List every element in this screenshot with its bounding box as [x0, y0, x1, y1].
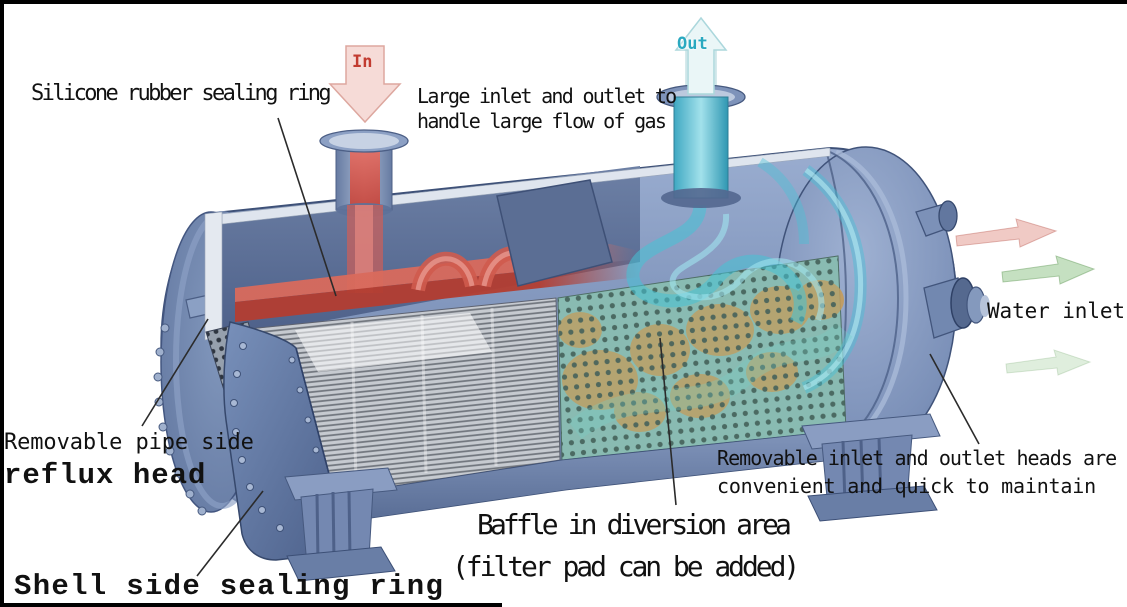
frame-border-top [0, 0, 1127, 4]
leader-silicone [277, 117, 337, 297]
flow-direction-arrow-pink-icon [955, 218, 1058, 248]
removable-heads-label-line1: Removable inlet and outlet heads are [717, 446, 1117, 470]
large-inlet-outlet-label: Large inlet and outlet to handle large f… [417, 84, 677, 134]
left-flange-bolts [153, 323, 207, 516]
top-vent-nozzle [915, 200, 958, 237]
removable-heads-label: Removable inlet and outlet heads are con… [717, 444, 1117, 500]
baffle-label-line2: (filter pad can be added) [452, 550, 800, 583]
gas-out-arrow-icon [674, 16, 728, 95]
silicone-ring-label: Silicone rubber sealing ring [31, 81, 332, 106]
shell-seal-label: Shell side sealing ring [14, 570, 445, 603]
leader-reflux-head [141, 318, 209, 427]
saddle-support-right [801, 413, 941, 522]
reflux-head-label-line1: Removable pipe side [4, 430, 254, 455]
leader-removable-heads [929, 353, 980, 445]
saddle-support-left [284, 467, 398, 582]
baffle-perforated-zone [557, 255, 847, 461]
frame-border-bottom [0, 603, 502, 607]
flow-direction-arrow-green-faint-icon [1005, 349, 1092, 376]
flow-direction-arrow-green-icon [1001, 255, 1096, 285]
gas-in-marker: In [352, 52, 373, 72]
removable-heads-label-line2: convenient and quick to maintain [717, 474, 1096, 498]
frame-border-left [0, 0, 4, 607]
large-inlet-outlet-label-line2: handle large flow of gas [417, 109, 667, 133]
leader-baffle [659, 337, 677, 506]
diversion-partition-plate [496, 179, 613, 287]
gas-out-marker: Out [677, 34, 708, 54]
gas-in-arrow-icon [328, 45, 402, 124]
baffle-label-line1: Baffle in diversion area [477, 508, 792, 541]
large-inlet-outlet-label-line1: Large inlet and outlet to [417, 84, 677, 108]
cold-gas-flow [568, 157, 867, 439]
leader-shell-seal [196, 490, 264, 577]
leader-lines [141, 117, 980, 577]
water-inlet-nozzle [923, 277, 990, 339]
reflux-head-label-line2: reflux head [4, 459, 207, 492]
water-inlet-label: Water inlet [987, 299, 1125, 323]
